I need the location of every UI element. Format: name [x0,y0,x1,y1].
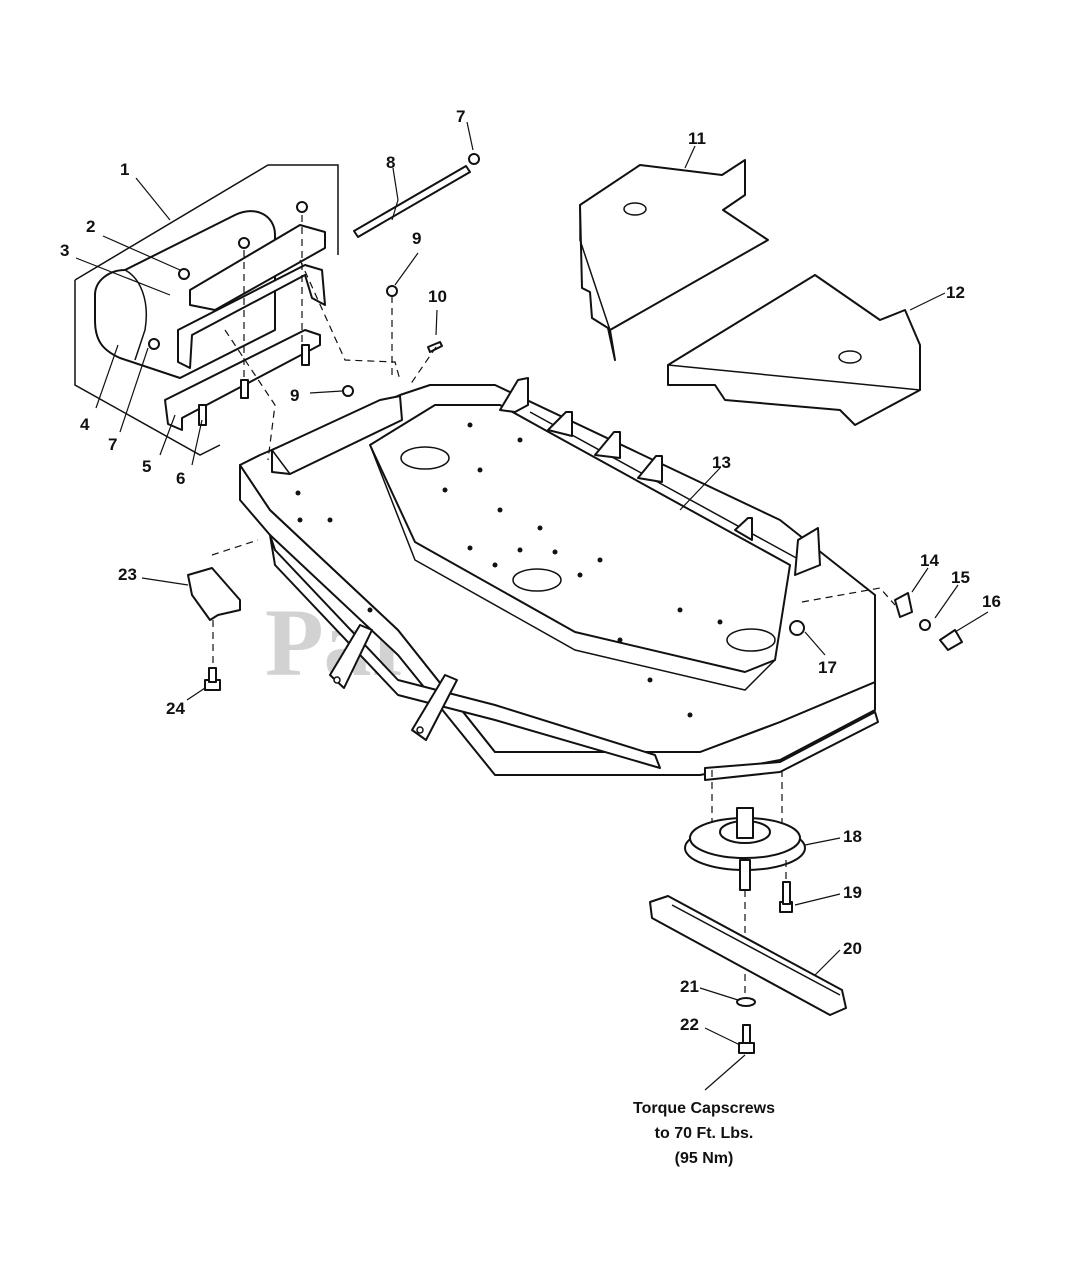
blade-20 [649,895,847,1016]
callout-10: 10 [428,287,447,306]
mower-deck-13 [239,377,879,781]
bracket-23 [187,539,259,691]
callout-1: 1 [120,160,129,179]
callout-18: 18 [843,827,862,846]
callout-24: 24 [166,699,185,718]
callout-labels: 1 2 3 4 5 6 7 7 8 9 9 10 11 12 13 14 15 … [60,107,1001,1034]
callout-7b: 7 [456,107,465,126]
callout-11: 11 [688,129,706,148]
callout-14: 14 [920,551,939,570]
spindle-assembly-18 [684,770,806,1000]
callout-23: 23 [118,565,137,584]
washer-bolt-21-22 [736,997,756,1054]
callout-13: 13 [712,453,731,472]
callout-3: 3 [60,241,69,260]
leader-lines [75,121,989,1091]
callout-9b: 9 [290,386,299,405]
callout-20: 20 [843,939,862,958]
callout-15: 15 [951,568,970,587]
callout-16: 16 [982,592,1001,611]
discharge-chute-assembly [74,164,401,461]
torque-note: Torque Capscrews to 70 Ft. Lbs. (95 Nm) [633,1100,775,1167]
callout-12: 12 [946,283,965,302]
callout-4: 4 [80,415,90,434]
rod-8 [353,153,480,238]
fasteners-9-10 [342,285,443,397]
callout-9a: 9 [412,229,421,248]
callout-17: 17 [818,658,837,677]
baffle-12 [667,274,921,426]
torque-note-line-3: (95 Nm) [675,1150,734,1167]
callout-2: 2 [86,217,95,236]
callout-19: 19 [843,883,862,902]
callout-8: 8 [386,153,395,172]
torque-note-line-1: Torque Capscrews [633,1100,775,1117]
baffle-11 [579,159,769,361]
callout-5: 5 [142,457,151,476]
hardware-14-16 [801,587,963,651]
callout-21: 21 [680,977,699,996]
callout-7a: 7 [108,435,117,454]
callout-22: 22 [680,1015,699,1034]
torque-note-line-2: to 70 Ft. Lbs. [655,1125,754,1142]
callout-6: 6 [176,469,185,488]
